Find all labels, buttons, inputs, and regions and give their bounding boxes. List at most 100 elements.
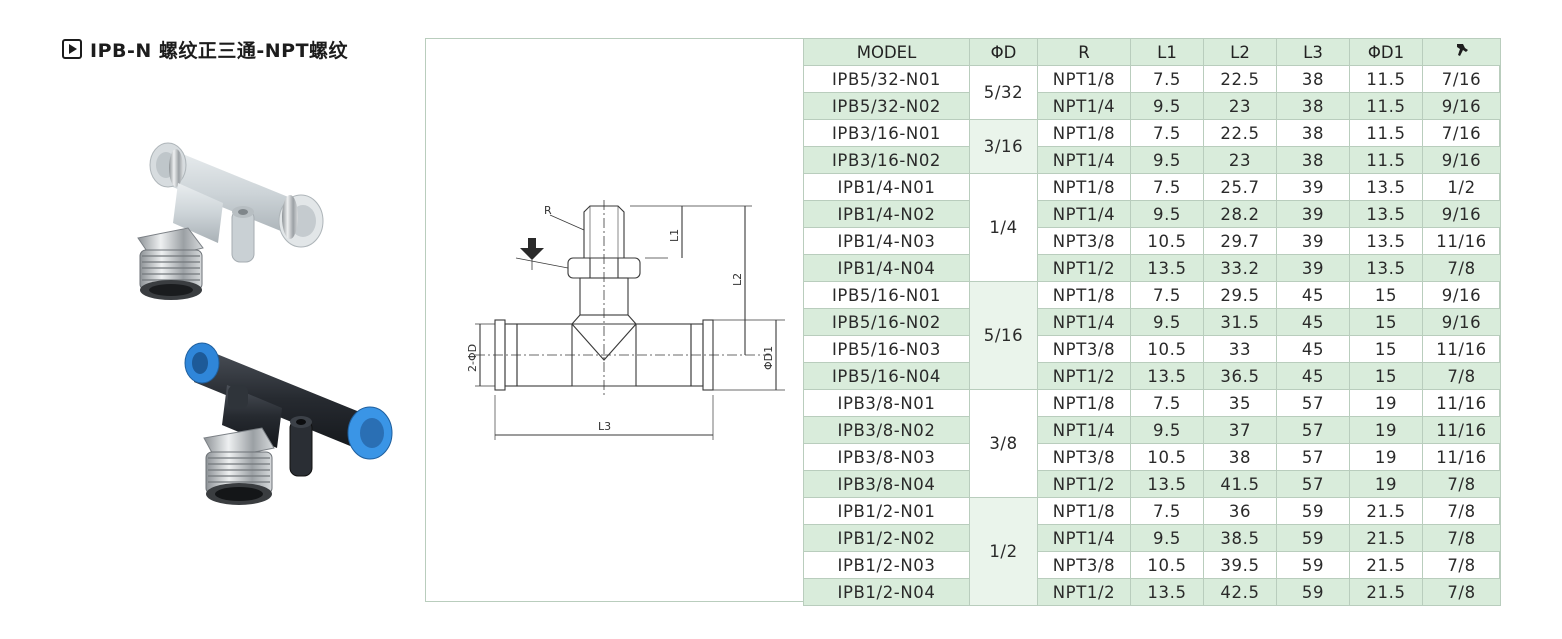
- cell-l1: 13.5: [1130, 254, 1204, 282]
- cell-l2: 25.7: [1203, 173, 1277, 201]
- cell-l2: 33: [1203, 335, 1277, 363]
- cell-phid: 1/4: [969, 173, 1038, 282]
- cell-spanner: 7/16: [1422, 65, 1501, 93]
- cell-model: IPB1/4-N04: [803, 254, 970, 282]
- cell-phid1: 15: [1349, 308, 1423, 336]
- cell-l2: 38: [1203, 443, 1277, 471]
- cell-l1: 7.5: [1130, 173, 1204, 201]
- cell-l1: 7.5: [1130, 65, 1204, 93]
- cell-l3: 38: [1276, 119, 1350, 147]
- label-phid1: ΦD1: [762, 346, 775, 370]
- cell-r: NPT1/8: [1037, 65, 1131, 93]
- cell-model: IPB3/8-N02: [803, 416, 970, 444]
- cell-model: IPB5/16-N01: [803, 281, 970, 309]
- cell-l3: 38: [1276, 146, 1350, 174]
- cell-l2: 22.5: [1203, 119, 1277, 147]
- cell-l2: 23: [1203, 92, 1277, 120]
- cell-spanner: 7/8: [1422, 497, 1501, 525]
- label-l3: L3: [598, 420, 611, 433]
- label-l1: L1: [668, 229, 681, 242]
- cell-r: NPT1/2: [1037, 578, 1131, 606]
- cell-phid1: 13.5: [1349, 173, 1423, 201]
- cell-l1: 9.5: [1130, 524, 1204, 552]
- cell-phid1: 15: [1349, 281, 1423, 309]
- cell-l1: 7.5: [1130, 389, 1204, 417]
- cell-l1: 7.5: [1130, 497, 1204, 525]
- cell-l1: 10.5: [1130, 551, 1204, 579]
- cell-phid1: 13.5: [1349, 200, 1423, 228]
- grey-tee-fitting-photo: [137, 142, 324, 300]
- col-header-model: MODEL: [803, 38, 970, 66]
- cell-l3: 59: [1276, 578, 1350, 606]
- cell-model: IPB1/2-N02: [803, 524, 970, 552]
- cell-r: NPT1/4: [1037, 308, 1131, 336]
- cell-l1: 7.5: [1130, 281, 1204, 309]
- cell-spanner: 9/16: [1422, 308, 1501, 336]
- cell-l1: 9.5: [1130, 308, 1204, 336]
- section-heading: IPB-N 螺纹正三通-NPT螺纹: [62, 36, 348, 62]
- cell-l3: 59: [1276, 524, 1350, 552]
- cell-model: IPB1/2-N03: [803, 551, 970, 579]
- cell-model: IPB5/32-N01: [803, 65, 970, 93]
- cell-phid1: 15: [1349, 335, 1423, 363]
- cell-r: NPT1/4: [1037, 200, 1131, 228]
- cell-l2: 23: [1203, 146, 1277, 174]
- label-r: R: [544, 204, 552, 217]
- section-title: IPB-N 螺纹正三通-NPT螺纹: [90, 39, 349, 62]
- cell-spanner: 7/8: [1422, 362, 1501, 390]
- cell-r: NPT1/4: [1037, 146, 1131, 174]
- black-tee-fitting-photo: [184, 342, 393, 505]
- cell-model: IPB1/4-N01: [803, 173, 970, 201]
- cell-phid: 3/16: [969, 119, 1038, 174]
- cell-phid1: 13.5: [1349, 254, 1423, 282]
- cell-phid: 3/8: [969, 389, 1038, 498]
- cell-l1: 7.5: [1130, 119, 1204, 147]
- cell-model: IPB1/2-N04: [803, 578, 970, 606]
- cell-spanner: 9/16: [1422, 200, 1501, 228]
- cell-spanner: 7/8: [1422, 470, 1501, 498]
- cell-l3: 59: [1276, 497, 1350, 525]
- cell-phid1: 19: [1349, 389, 1423, 417]
- cell-spanner: 7/8: [1422, 524, 1501, 552]
- col-header-l2: L2: [1203, 38, 1277, 66]
- cell-spanner: 11/16: [1422, 443, 1501, 471]
- cell-phid1: 19: [1349, 416, 1423, 444]
- cell-l3: 38: [1276, 92, 1350, 120]
- cell-l1: 13.5: [1130, 470, 1204, 498]
- cell-spanner: 9/16: [1422, 92, 1501, 120]
- cell-l2: 39.5: [1203, 551, 1277, 579]
- cell-phid1: 21.5: [1349, 551, 1423, 579]
- play-icon: [62, 39, 82, 59]
- cell-phid1: 19: [1349, 443, 1423, 471]
- cell-model: IPB5/16-N03: [803, 335, 970, 363]
- cell-spanner: 11/16: [1422, 335, 1501, 363]
- cell-r: NPT3/8: [1037, 551, 1131, 579]
- cell-model: IPB1/2-N01: [803, 497, 970, 525]
- cell-model: IPB3/16-N02: [803, 146, 970, 174]
- col-header-phid: ΦD: [969, 38, 1038, 66]
- cell-phid: 1/2: [969, 497, 1038, 606]
- cell-l3: 45: [1276, 308, 1350, 336]
- col-header-r: R: [1037, 38, 1131, 66]
- cell-model: IPB5/16-N04: [803, 362, 970, 390]
- cell-phid1: 11.5: [1349, 65, 1423, 93]
- cell-l3: 39: [1276, 173, 1350, 201]
- cell-model: IPB5/16-N02: [803, 308, 970, 336]
- cell-r: NPT1/2: [1037, 254, 1131, 282]
- col-header-spanner: [1422, 38, 1501, 66]
- cell-r: NPT1/8: [1037, 173, 1131, 201]
- cell-model: IPB3/8-N04: [803, 470, 970, 498]
- cell-r: NPT3/8: [1037, 227, 1131, 255]
- cell-r: NPT1/8: [1037, 497, 1131, 525]
- cell-phid1: 21.5: [1349, 524, 1423, 552]
- cell-l3: 57: [1276, 416, 1350, 444]
